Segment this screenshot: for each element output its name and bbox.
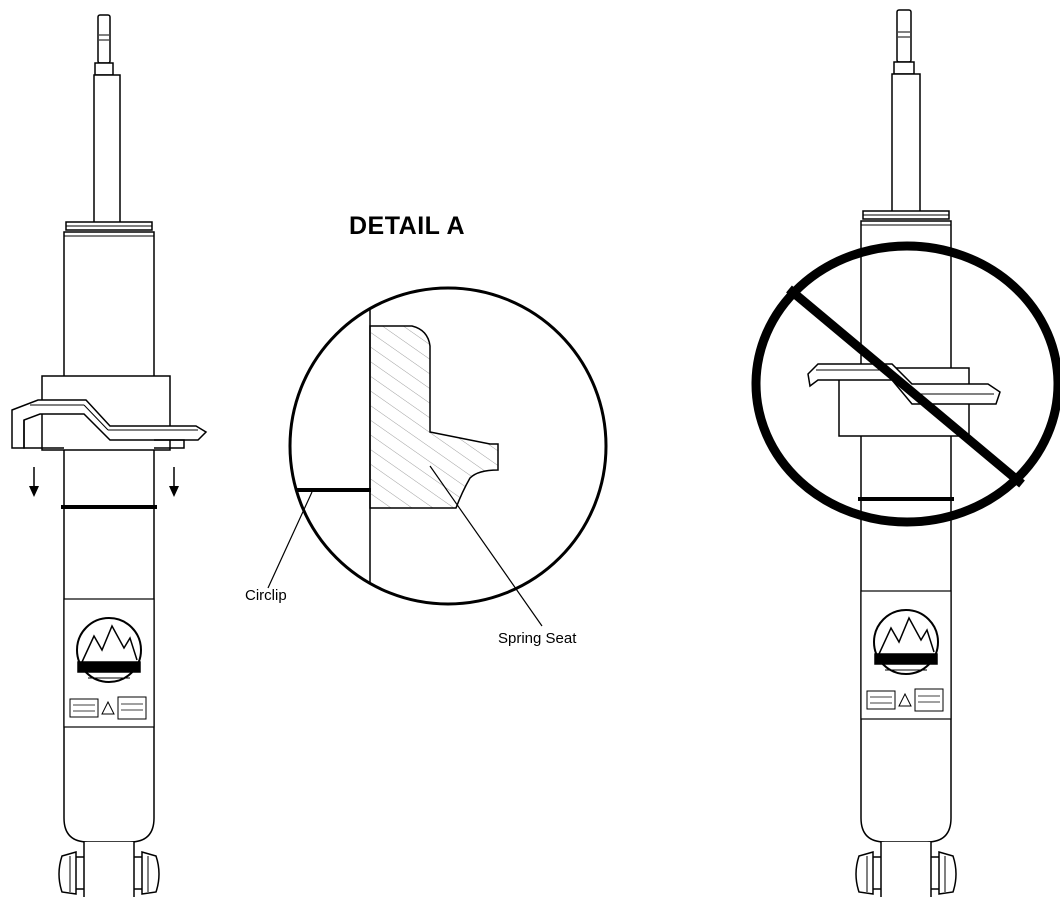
detail-title: DETAIL A [349, 212, 466, 240]
warning-icon [866, 688, 944, 712]
circlip-label: Circlip [245, 587, 287, 604]
mountain-logo-icon [76, 617, 142, 683]
warning-icon [69, 696, 147, 720]
rod-tip [94, 14, 114, 76]
piston-rod [891, 73, 921, 213]
body-top-collar [862, 210, 950, 220]
spring-seat-label: Spring Seat [498, 630, 577, 647]
bottom-mount [855, 842, 957, 897]
label-plate [63, 598, 155, 728]
detail-circle [288, 286, 608, 606]
down-arrow-icon [169, 467, 179, 497]
bottom-mount [58, 842, 160, 897]
shock-body [860, 220, 952, 843]
down-arrow-icon [29, 467, 39, 497]
spring-seat [11, 399, 208, 449]
body-top-collar [65, 221, 153, 231]
piston-rod [93, 74, 121, 224]
rod-tip [893, 9, 915, 75]
mountain-logo-icon [873, 609, 939, 675]
circlip [61, 505, 157, 509]
spring-seat-section [369, 325, 499, 509]
spring-seat-leader [429, 465, 543, 627]
prohibited-icon [751, 241, 1060, 527]
label-plate [860, 590, 952, 720]
circlip [858, 497, 954, 501]
shock-body [63, 231, 155, 843]
shock-absorber-correct [11, 14, 208, 897]
circlip-leader [267, 491, 313, 589]
detail-a-view [267, 286, 608, 627]
shock-absorber-incorrect [807, 9, 1001, 897]
